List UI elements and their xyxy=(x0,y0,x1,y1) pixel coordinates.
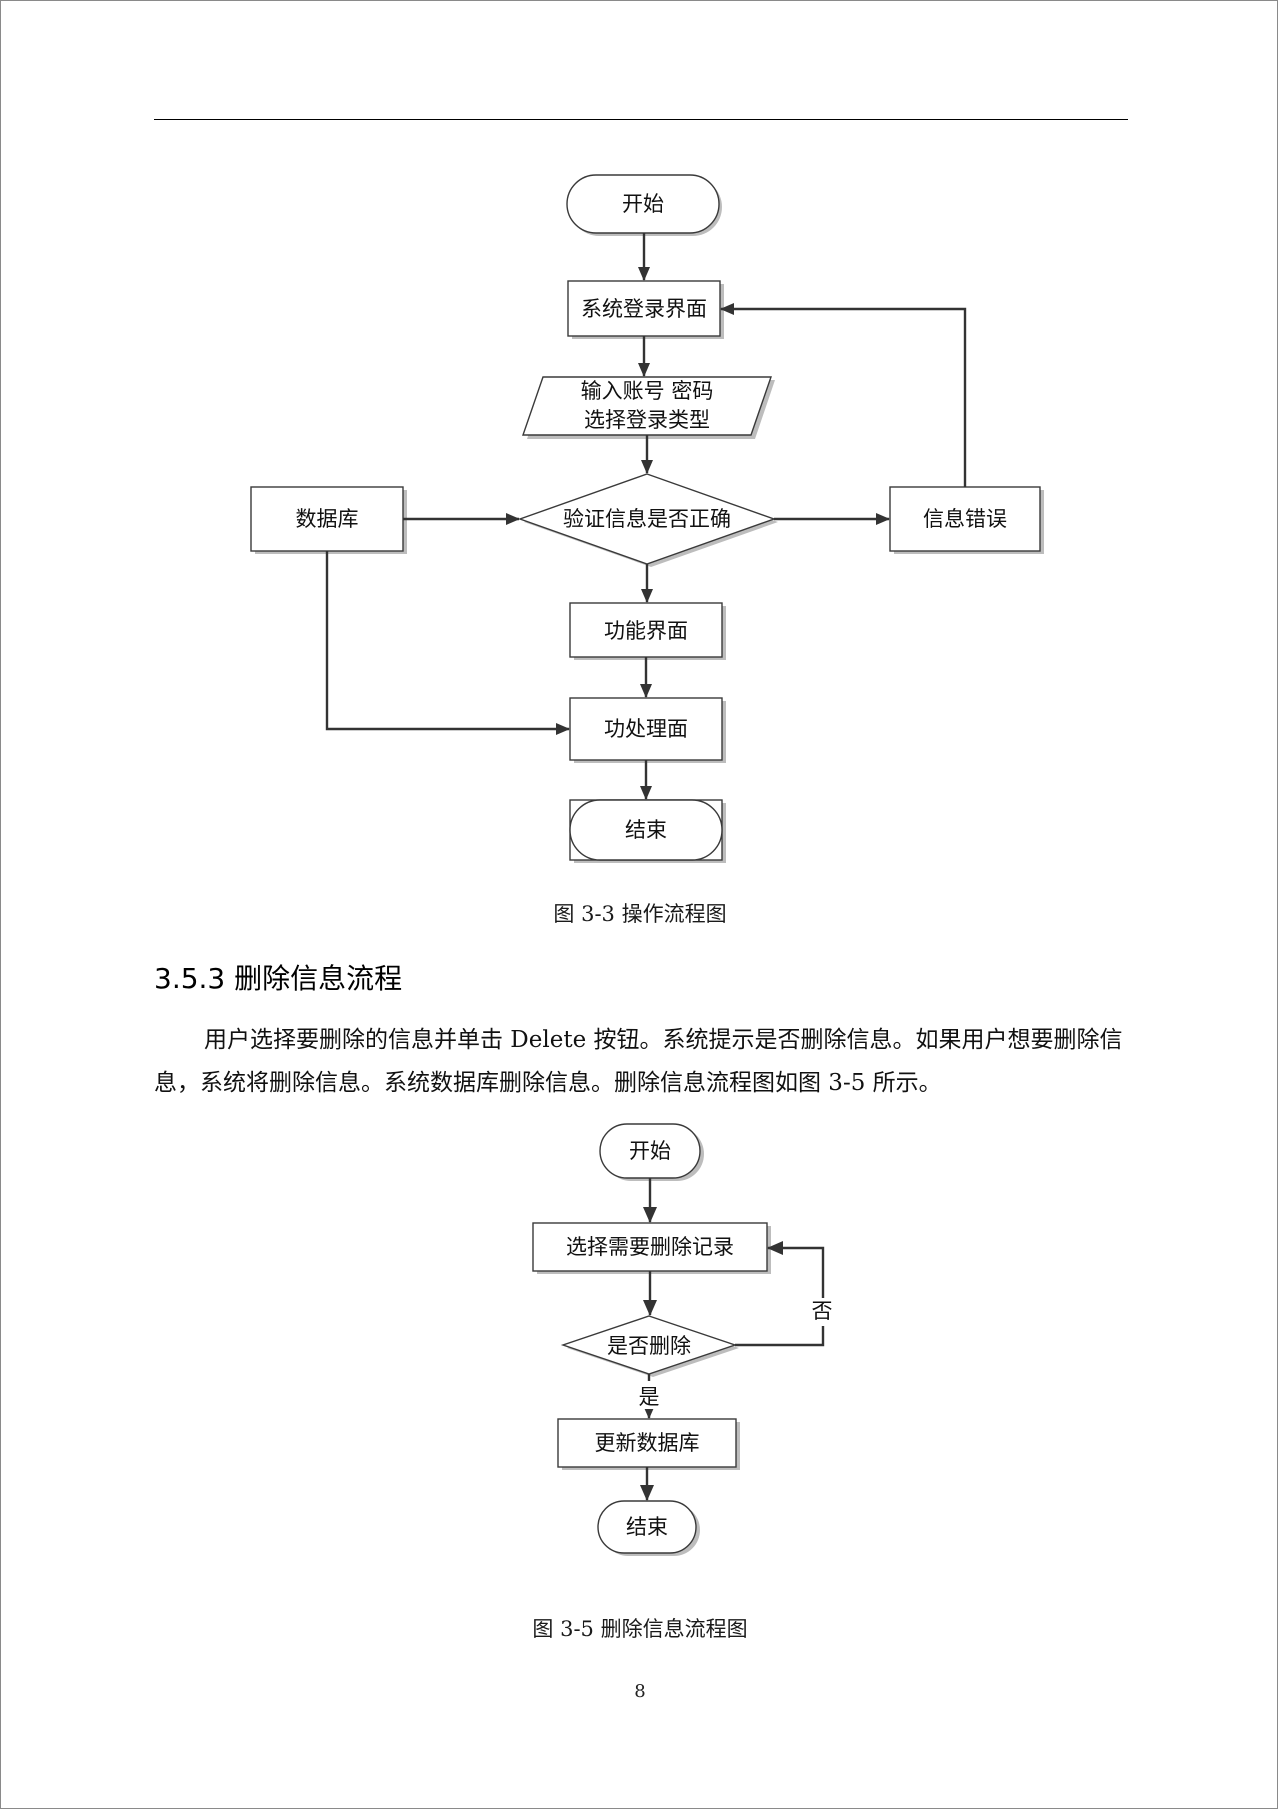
edge2-no-back-to-select xyxy=(735,1241,825,1347)
node-info-error: 信息错误 xyxy=(889,486,1044,554)
node-verify-decision: 验证信息是否正确 xyxy=(517,473,778,567)
node-function-screen: 功能界面 xyxy=(569,602,726,660)
node2-end: 结束 xyxy=(597,1500,700,1556)
node2-start: 开始 xyxy=(599,1123,704,1181)
figure-3-5-caption: 图 3-5 删除信息流程图 xyxy=(532,1617,748,1641)
header-rule xyxy=(154,119,1128,120)
branch-label-no: 否 xyxy=(812,1299,833,1323)
node-error-label: 信息错误 xyxy=(923,507,1007,531)
node2-decide-label: 是否删除 xyxy=(607,1334,691,1358)
figure-3-3-caption: 图 3-3 操作流程图 xyxy=(553,902,727,926)
branch-label-yes: 是 xyxy=(639,1385,660,1409)
section-paragraph: 用户选择要删除的信息并单击 Delete 按钮。系统提示是否删除信息。如果用户想… xyxy=(154,1019,1128,1105)
node-database: 数据库 xyxy=(250,486,407,554)
page-number: 8 xyxy=(634,1681,646,1702)
node-start-label: 开始 xyxy=(622,192,664,216)
node2-end-label: 结束 xyxy=(626,1515,668,1539)
node-end: 结束 xyxy=(569,799,726,863)
node-database-label: 数据库 xyxy=(296,507,359,531)
node-login-label: 系统登录界面 xyxy=(581,297,707,321)
node2-select-record: 选择需要删除记录 xyxy=(532,1222,771,1274)
node-process-screen: 功处理面 xyxy=(569,697,726,763)
node-login-screen: 系统登录界面 xyxy=(567,280,724,339)
node-input-credentials: 输入账号 密码 选择登录类型 xyxy=(522,376,775,439)
operation-flowchart: 开始 系统登录界面 输入账号 密码 选择登录类型 数据库 验证信息是否正确 xyxy=(250,174,1044,863)
node-input-label-2: 选择登录类型 xyxy=(584,408,710,432)
node2-update-label: 更新数据库 xyxy=(595,1431,700,1455)
node2-start-label: 开始 xyxy=(629,1139,671,1163)
node2-delete-decision: 是否删除 xyxy=(560,1315,739,1377)
node2-update-database: 更新数据库 xyxy=(557,1418,740,1470)
node-verify-label: 验证信息是否正确 xyxy=(563,507,731,531)
node-process-label: 功处理面 xyxy=(604,717,688,741)
section-paragraph-text: 用户选择要删除的信息并单击 Delete 按钮。系统提示是否删除信息。如果用户想… xyxy=(154,1027,1123,1096)
node-function-label: 功能界面 xyxy=(604,619,688,643)
edge-error-back-to-login xyxy=(720,303,967,487)
node-end-label: 结束 xyxy=(625,818,667,842)
section-heading: 3.5.3 删除信息流程 xyxy=(154,962,403,995)
node2-select-label: 选择需要删除记录 xyxy=(566,1235,734,1259)
edge-database-to-process xyxy=(325,551,570,735)
node-start: 开始 xyxy=(566,174,722,236)
node-input-label-1: 输入账号 密码 xyxy=(581,379,714,403)
